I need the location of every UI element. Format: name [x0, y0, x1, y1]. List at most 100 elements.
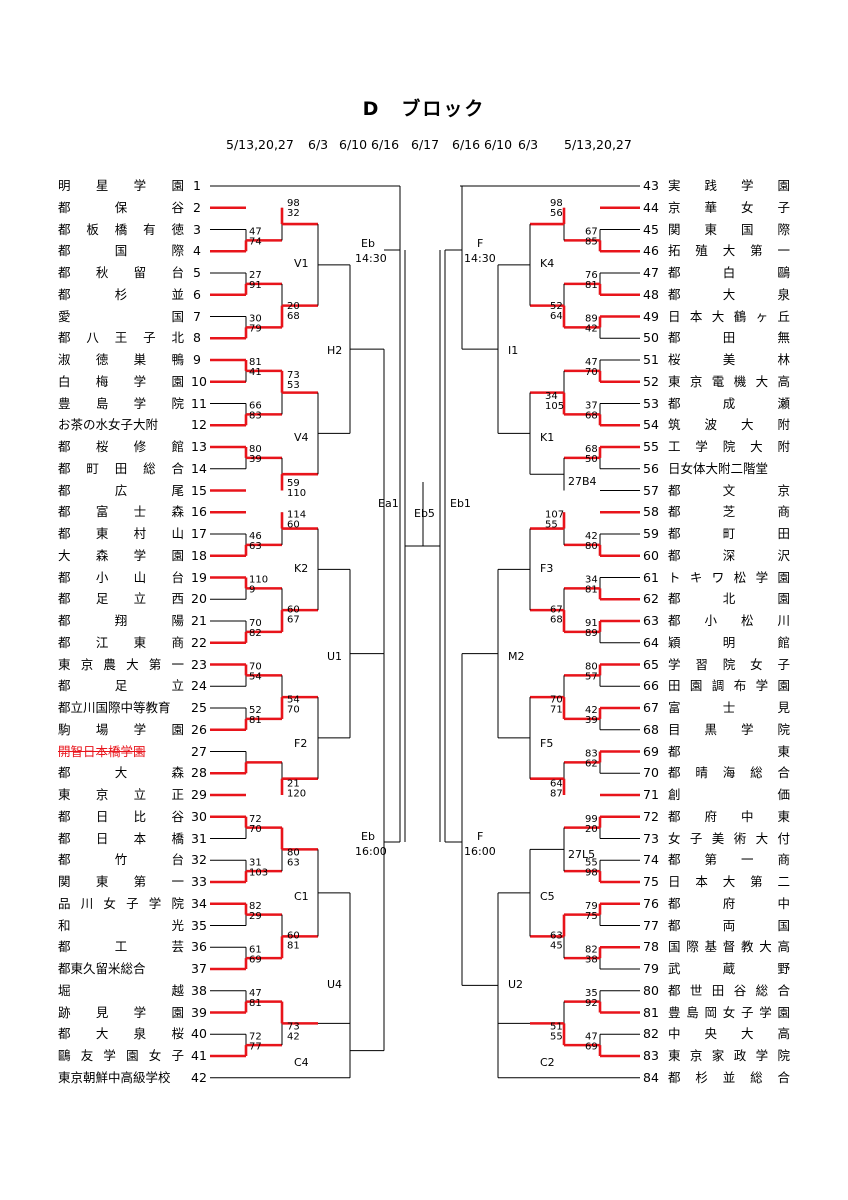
score-bottom: 87	[550, 788, 563, 799]
score-bottom: 20	[585, 824, 598, 835]
right-team-name: 東京家政学院	[668, 1048, 790, 1063]
left-team-name: お茶の水女子大附	[58, 417, 159, 433]
left-team-number: 39	[191, 1004, 207, 1020]
label-f5: F5	[540, 737, 553, 750]
score-top: 51	[550, 1022, 563, 1033]
left-team-name: 都日本橋	[58, 830, 184, 846]
left-team-number: 40	[191, 1026, 207, 1042]
score-bottom: 81	[585, 280, 598, 291]
right-team-number: 49	[643, 308, 659, 324]
right-team-number: 75	[643, 874, 659, 889]
right-team-name: 富士見	[668, 700, 790, 715]
score-top: 73	[287, 370, 300, 381]
label-f-top-time: 14:30	[464, 252, 496, 265]
score-bottom: 81	[585, 585, 598, 596]
left-team-number: 25	[191, 700, 207, 715]
score-top: 37	[585, 401, 598, 412]
left-team-name: 東京朝鮮中高級学校	[58, 1069, 171, 1085]
right-team-number: 69	[643, 743, 659, 759]
label-eb-bot: Eb	[361, 830, 375, 843]
score-bottom: 63	[249, 541, 262, 552]
score-top: 21	[287, 778, 300, 789]
date-left-r3: 6/10	[339, 137, 368, 152]
right-team-name: 京華女子	[668, 199, 790, 215]
score-bottom: 38	[585, 954, 598, 965]
score-bottom: 70	[249, 824, 262, 835]
right-team-number: 70	[643, 765, 659, 781]
score-top: 83	[585, 749, 598, 760]
right-team-name: 関東国際	[668, 221, 790, 237]
right-team-number: 55	[643, 439, 659, 454]
label-k4: K4	[540, 257, 554, 270]
right-team-name: 女子美術大付	[668, 830, 790, 846]
right-team-name: 都田無	[668, 330, 790, 346]
score-top: 80	[249, 444, 262, 455]
score-bottom: 54	[249, 672, 262, 683]
score-top: 67	[585, 227, 598, 238]
label-u1: U1	[327, 650, 342, 663]
score-bottom: 29	[249, 911, 262, 922]
score-bottom: 57	[585, 672, 598, 683]
score-top: 70	[249, 662, 262, 673]
score-bottom: 69	[249, 954, 262, 965]
right-team-name: 都東	[668, 743, 790, 759]
right-team-number: 54	[643, 417, 659, 433]
left-team-name: 大森学園	[58, 547, 184, 563]
score-bottom: 89	[585, 628, 598, 639]
right-team-name: 都成瀬	[668, 395, 790, 411]
right-team-number: 66	[643, 678, 659, 694]
score-bottom: 81	[287, 941, 300, 952]
score-top: 34	[585, 575, 598, 586]
page-title: D ブロック	[362, 98, 486, 120]
left-team-number: 32	[191, 852, 207, 868]
score-top: 42	[585, 705, 598, 716]
right-team-name: 拓殖大第一	[668, 243, 790, 259]
left-team-number: 16	[191, 504, 207, 520]
score-bottom: 81	[249, 998, 262, 1009]
score-top: 80	[287, 848, 300, 859]
right-team-name: 都晴海総合	[668, 765, 790, 781]
score-top: 76	[585, 270, 598, 281]
label-27l5: 27L5	[568, 848, 595, 861]
left-team-number: 24	[191, 678, 207, 694]
score-bottom: 55	[545, 519, 558, 530]
right-team-name: 都第一商	[668, 852, 790, 868]
left-team-number: 33	[191, 874, 207, 889]
label-c5: C5	[540, 890, 555, 903]
left-team-number: 17	[191, 526, 207, 541]
score-bottom: 68	[287, 311, 300, 322]
right-team-number: 74	[643, 852, 659, 868]
left-team-name: 駒場学園	[58, 721, 184, 737]
left-team-name: 都桜修館	[58, 439, 184, 454]
score-bottom: 69	[585, 1041, 598, 1052]
right-team-number: 48	[643, 286, 659, 302]
left-team-number: 36	[191, 939, 207, 955]
right-team-name: 桜美林	[668, 352, 790, 367]
left-team-name: 都国際	[58, 243, 184, 259]
score-bottom: 71	[550, 704, 563, 715]
score-bottom: 68	[550, 614, 563, 625]
left-team-name: 都日比谷	[58, 808, 184, 824]
label-ea1: Ea1	[378, 497, 399, 510]
score-bottom: 85	[585, 237, 598, 248]
score-bottom: 74	[249, 237, 262, 248]
label-m2: M2	[508, 650, 525, 663]
right-team-name: 都文京	[668, 482, 790, 498]
left-team-number: 42	[191, 1069, 207, 1085]
score-top: 27	[249, 270, 262, 281]
score-top: 63	[550, 931, 563, 942]
left-team-name: 愛国	[58, 308, 184, 324]
score-bottom: 110	[287, 488, 306, 499]
score-top: 34	[545, 391, 558, 402]
date-right-r4: 6/16	[452, 137, 481, 152]
left-team-name: 関東第一	[58, 874, 184, 889]
score-bottom: 63	[287, 858, 300, 869]
date-left-r1: 5/13,20,27	[226, 137, 294, 152]
right-team-number: 52	[643, 373, 659, 389]
right-team-name: 都小松川	[668, 613, 790, 628]
left-team-number: 13	[191, 439, 207, 454]
right-team-name: 都芝商	[668, 504, 790, 520]
score-top: 61	[249, 944, 262, 955]
label-f-top: F	[477, 237, 483, 250]
right-team-number: 58	[643, 504, 659, 520]
